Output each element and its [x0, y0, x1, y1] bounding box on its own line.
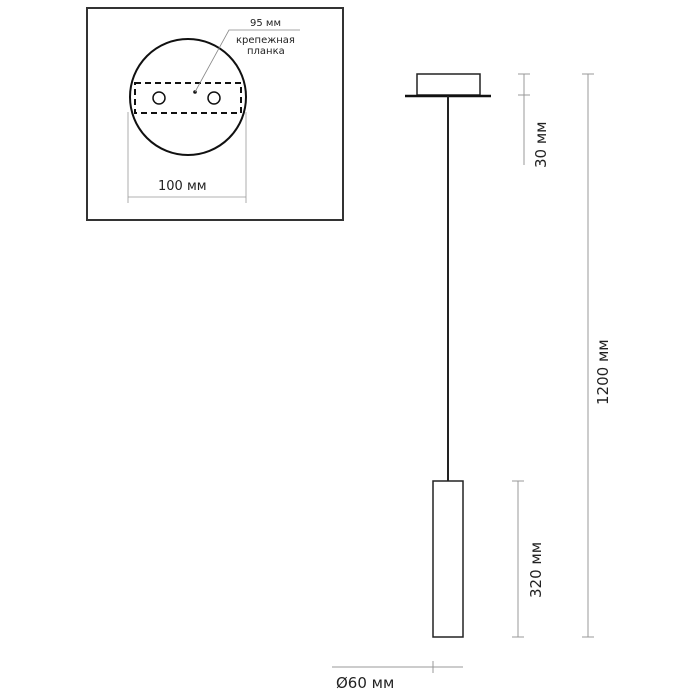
plate-label-2: планка: [247, 46, 285, 57]
leader-line: [194, 29, 300, 93]
plate-dim-label: 95 мм: [250, 18, 281, 29]
diameter-dim-label: 100 мм: [158, 179, 207, 194]
mounting-plate: [134, 82, 242, 114]
total-height-label: 1200 мм: [594, 339, 612, 405]
screw-hole-right: [207, 91, 221, 105]
lamp-shade: [432, 480, 464, 638]
canopy-circle: [129, 38, 247, 156]
shade-height-label: 320 мм: [527, 542, 545, 598]
plate-label-1: крепежная: [236, 35, 295, 46]
shade-diameter-label: Ø60 мм: [336, 674, 394, 692]
canopy: [416, 73, 481, 96]
mount-detail-panel: 95 мм крепежная планка 100 мм: [86, 7, 344, 221]
screw-hole-left: [152, 91, 166, 105]
canopy-height-label: 30 мм: [532, 122, 550, 169]
lamp-elevation: 30 мм 1200 мм 320 мм Ø60 мм: [332, 73, 612, 692]
detail-frame: [86, 7, 344, 221]
